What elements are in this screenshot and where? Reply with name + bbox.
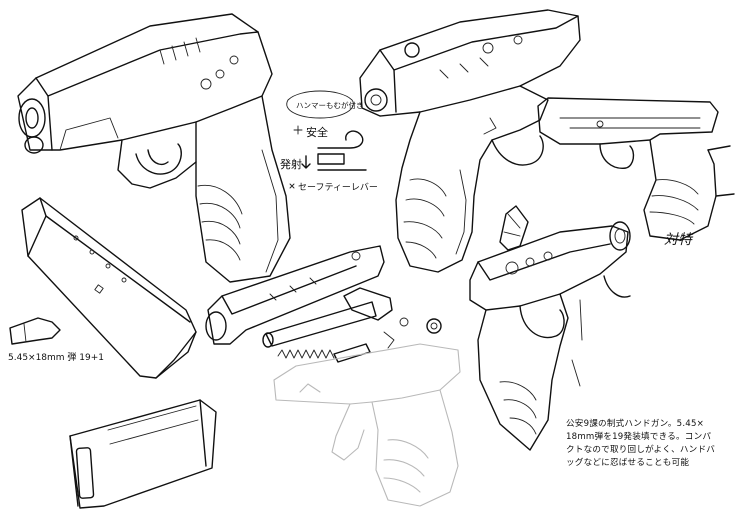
recoil-spring-drawing bbox=[277, 343, 371, 363]
frame-ghost-drawing bbox=[273, 343, 461, 507]
artist-signature: 対特 bbox=[664, 232, 694, 248]
gear-part-drawing bbox=[383, 317, 442, 349]
ammo-note-text: 5.45×18mm 弾 19+1 bbox=[8, 351, 104, 363]
pistol-muzzle-perspective-drawing bbox=[469, 221, 631, 451]
magazine-angled-drawing bbox=[21, 197, 197, 379]
caption-line-3: クトなので取り回しがよく、ハンドバ bbox=[566, 445, 716, 455]
magazine-side-drawing bbox=[69, 399, 217, 509]
cartridge-drawing bbox=[499, 205, 529, 251]
character-description-caption: 公安9課の制式ハンドガン。5.45× 18mm弾を19発装填できる。コンパ クト… bbox=[566, 418, 734, 470]
caption-line-4: ッグなどに忍ばせることも可能 bbox=[566, 458, 690, 468]
pistol-front-three-quarter-drawing bbox=[17, 13, 291, 283]
safety-lever-label: セーフティーレバー bbox=[298, 182, 378, 193]
caption-line-2: 18mm弾を19発装填できる。コンパ bbox=[566, 432, 712, 442]
safe-position-label: 安全 bbox=[306, 125, 328, 139]
signature-text: 対特 bbox=[664, 232, 694, 248]
pistol-rear-three-quarter-drawing bbox=[359, 9, 581, 273]
pistol-in-hand-drawing bbox=[537, 97, 735, 241]
slide-disassembly-drawing bbox=[205, 245, 385, 345]
ammo-cartridge-drawing: 5.45×18mm 弾 19+1 bbox=[8, 317, 104, 363]
hammer-note-text: ハンマーもむが付き bbox=[296, 100, 364, 110]
safety-lever-diagram: ハンマーもむが付き 安全 発射 セーフティーレバー bbox=[280, 90, 378, 193]
caption-line-1: 公安9課の制式ハンドガン。5.45× bbox=[566, 419, 705, 429]
fire-position-label: 発射 bbox=[280, 157, 302, 171]
barrel-drawing bbox=[262, 287, 393, 348]
